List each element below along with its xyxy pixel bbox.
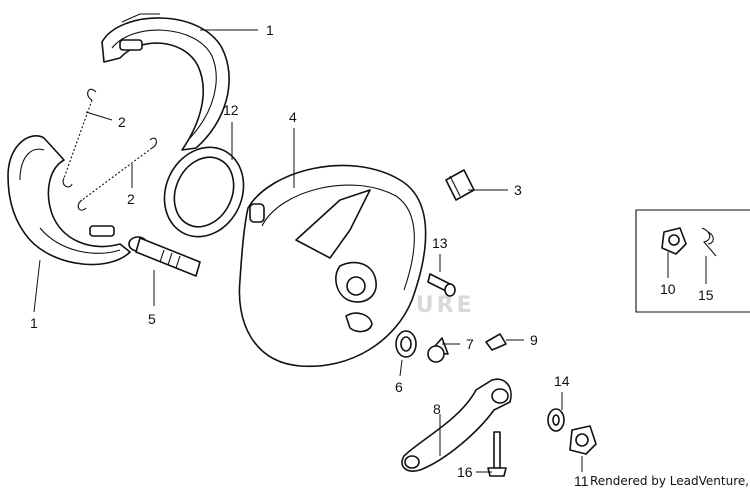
callout-4: 4: [289, 109, 297, 125]
castle-nut: [569, 425, 597, 455]
bolt: [427, 273, 456, 297]
callout-9: 9: [530, 332, 538, 348]
callout-5: 5: [148, 311, 156, 327]
callout-10: 10: [660, 281, 676, 297]
spring-lower: [77, 137, 158, 211]
callout-2-upper: 2: [118, 114, 126, 130]
brake-arm: [401, 378, 512, 472]
callout-6: 6: [395, 379, 403, 395]
plug-bolt: [445, 169, 475, 201]
brake-cam: [128, 236, 201, 277]
wear-indicator: [427, 337, 449, 363]
brake-panel: [238, 164, 427, 368]
axle-nut: [661, 227, 687, 255]
cotter-pin: [701, 227, 717, 257]
callout-14: 14: [554, 373, 570, 389]
callout-16: 16: [457, 464, 473, 480]
callout-3: 3: [514, 182, 522, 198]
seal-ring: [163, 146, 245, 238]
callout-11: 11: [574, 473, 589, 489]
washer: [547, 408, 565, 432]
callout-15: 15: [698, 287, 714, 303]
callout-1-lower: 1: [30, 315, 38, 331]
spring-upper: [62, 88, 97, 188]
clip-nut: [485, 333, 507, 351]
brake-shoe-lower: [7, 135, 131, 266]
callout-1-upper: 1: [266, 22, 274, 38]
callout-8: 8: [433, 401, 441, 417]
callout-2-lower: 2: [127, 191, 135, 207]
leader-lines: [33, 29, 707, 473]
arm-bolt: [487, 431, 507, 477]
dust-seal: [395, 330, 417, 358]
callout-13: 13: [432, 235, 448, 251]
inset-box: [635, 209, 750, 313]
callout-7: 7: [466, 336, 474, 352]
brake-shoe-upper: [101, 13, 230, 151]
credit-text: Rendered by LeadVenture, Inc.: [590, 474, 750, 488]
callout-12: 12: [223, 102, 239, 118]
